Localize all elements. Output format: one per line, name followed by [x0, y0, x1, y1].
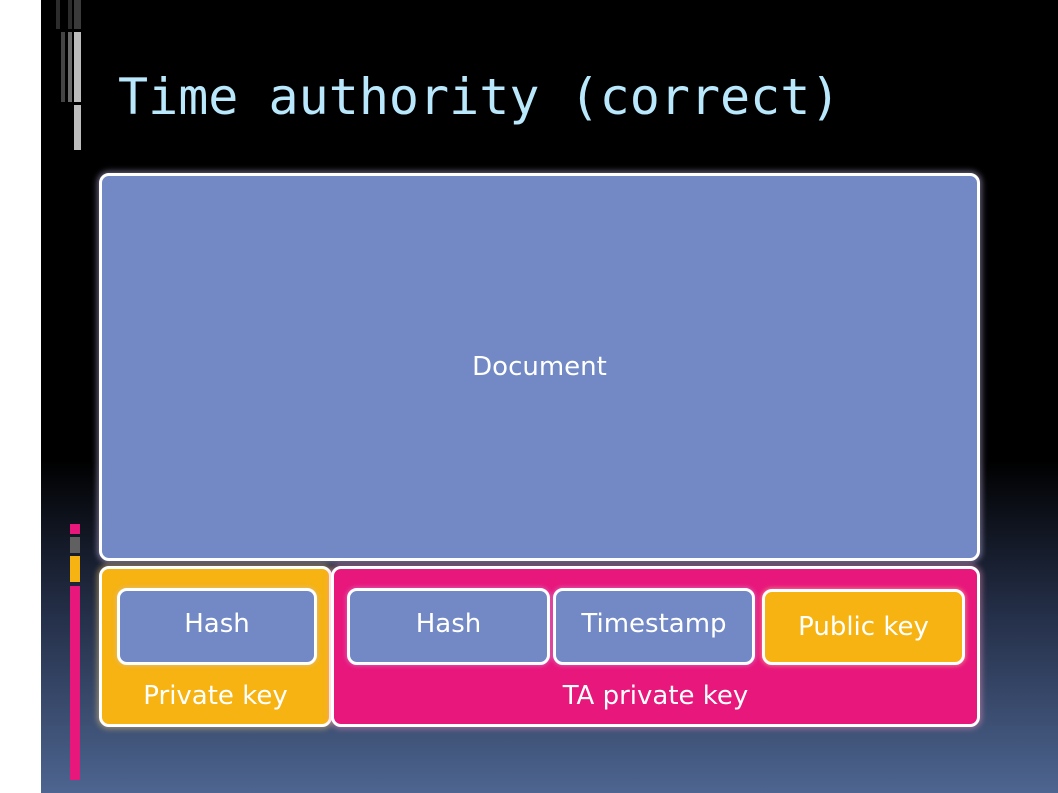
timestamp-box: Timestamp: [553, 588, 755, 665]
decorative-stripe: [61, 32, 65, 102]
public-key-box: Public key: [762, 589, 965, 665]
accent-bar-pink: [70, 524, 80, 534]
decorative-stripe: [74, 32, 81, 102]
accent-bar-yellow: [70, 556, 80, 582]
ta-private-key-label: TA private key: [562, 681, 749, 711]
ta-private-key-box: Hash Timestamp Public key TA private key: [331, 566, 980, 727]
decorative-stripe: [68, 32, 72, 102]
decorative-stripe: [68, 0, 72, 29]
private-key-label: Private key: [143, 681, 288, 711]
decorative-stripe: [56, 0, 60, 29]
hash-box: Hash: [117, 588, 317, 665]
accent-bar-pink-long: [70, 586, 80, 780]
accent-bar-gray: [70, 537, 80, 553]
private-key-box: Hash Private key: [99, 566, 332, 727]
decorative-stripe: [74, 0, 81, 29]
ta-hash-box: Hash: [347, 588, 550, 665]
left-margin-strip: [0, 0, 41, 793]
slide-title: Time authority (correct): [118, 68, 841, 126]
decorative-stripe: [74, 105, 81, 150]
document-box: Document: [99, 173, 980, 561]
document-label: Document: [472, 352, 607, 382]
